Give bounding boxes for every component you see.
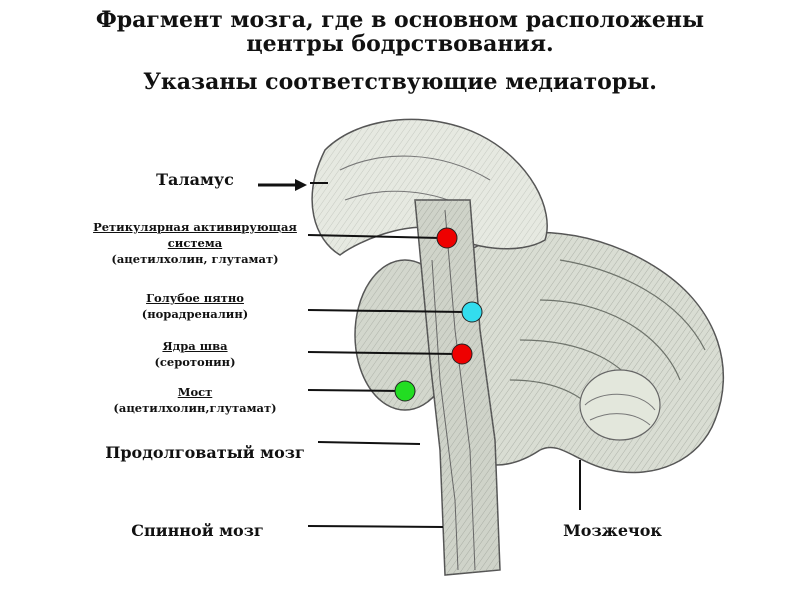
pons-mediators: (ацетилхолин,глутамат) [113,401,277,415]
locus-coeruleus-label: Голубое пятно (норадреналин) [110,290,280,322]
locus-coeruleus-name: Голубое пятно [146,291,244,305]
thalamus-shape [311,118,548,256]
thalamus-label: Таламус [156,170,234,189]
pointer-lines [307,182,581,528]
pons-name: Мост [177,385,213,399]
pons-marker [394,380,416,402]
raphe-nuclei-mediators: (серотонин) [154,355,236,369]
brainstem-shape [414,199,501,576]
diagram-title: Фрагмент мозга, где в основном расположе… [95,7,705,57]
raphe-nuclei-label: Ядра шва (серотонин) [110,338,280,370]
reticular-system-name-cont: система [167,236,223,250]
cerebellum-label: Мозжечок [563,521,662,540]
locus-coeruleus-mediators: (норадреналин) [141,307,249,321]
raphe-nuclei-name: Ядра шва [162,339,228,353]
medulla-label: Продолговатый мозг [105,443,305,462]
cerebellum-shape [454,231,725,474]
raphe-nuclei-marker [451,343,473,365]
reticular-system-label: Ретикулярная активирующая система (ацети… [85,219,305,267]
spinal-cord-label: Спинной мозг [131,521,264,540]
diagram-subtitle: Указаны соответствующие медиаторы. [143,69,657,95]
pons-label: Мост (ацетилхолин,глутамат) [100,384,290,416]
reticular-system-mediators: (ацетилхолин, глутамат) [111,252,279,266]
thalamus-arrow [258,179,307,191]
reticular-system-marker [436,227,458,249]
locus-coeruleus-marker [461,301,483,323]
reticular-system-name: Ретикулярная активирующая [93,220,297,234]
